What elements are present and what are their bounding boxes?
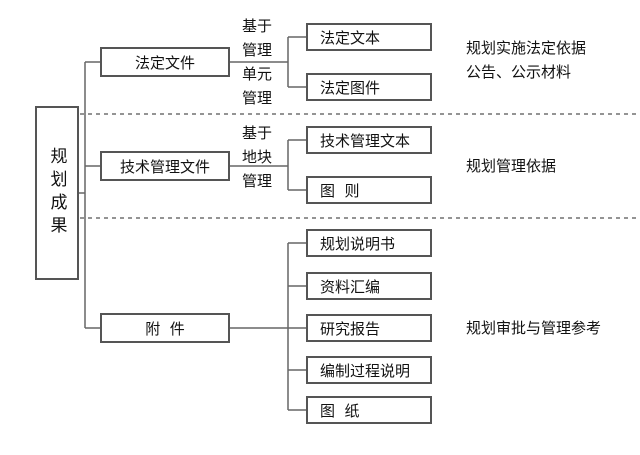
note-line: 规划管理依据: [466, 157, 557, 175]
item-label: 编制过程说明: [320, 361, 411, 380]
basis-line: 基于: [241, 124, 272, 142]
note-attachments: 规划审批与管理参考: [466, 316, 601, 340]
item-label: 资料汇编: [320, 277, 381, 296]
note-technical: 规划管理依据: [466, 154, 556, 178]
basis-line: 单元: [241, 65, 272, 83]
note-line: 规划审批与管理参考: [466, 319, 602, 337]
branch-attachments: 附 件: [100, 313, 230, 343]
item-research-report: 研究报告: [306, 314, 432, 342]
note-statutory: 规划实施法定依据 公告、公示材料: [466, 36, 586, 84]
item-label: 图 纸: [320, 401, 360, 420]
branch-label: 法定文件: [134, 53, 195, 72]
item-planning-statement: 规划说明书: [306, 229, 432, 257]
item-drawings: 图 纸: [306, 396, 432, 424]
item-label: 法定文本: [320, 28, 381, 47]
item-statutory-maps: 法定图件: [306, 73, 432, 101]
item-label: 法定图件: [320, 78, 381, 97]
item-technical-text: 技术管理文本: [306, 126, 432, 154]
basis-line: 基于: [241, 17, 272, 35]
note-line: 公告、公示材料: [466, 63, 572, 81]
item-preparation-process: 编制过程说明: [306, 356, 432, 384]
item-label: 技术管理文本: [320, 131, 411, 150]
basis-line: 管理: [241, 89, 272, 107]
item-statutory-text: 法定文本: [306, 23, 432, 51]
branch-label: 附 件: [145, 319, 185, 338]
item-data-compilation: 资料汇编: [306, 272, 432, 300]
basis-line: 地块: [241, 148, 272, 166]
note-line: 规划实施法定依据: [466, 39, 587, 57]
item-label: 研究报告: [320, 319, 381, 338]
item-label: 规划说明书: [320, 234, 396, 253]
branch-technical-documents: 技术管理文件: [100, 151, 230, 181]
basis-line: 管理: [241, 41, 272, 59]
root-node: 规划成果: [35, 106, 79, 280]
basis-label-plot: 基于 地块 管理: [240, 121, 274, 193]
basis-label-unit: 基于 管理 单元 管理: [240, 14, 274, 110]
branch-label: 技术管理文件: [119, 157, 210, 176]
basis-line: 管理: [241, 172, 272, 190]
root-label: 规划成果: [46, 147, 67, 239]
item-label: 图 则: [320, 181, 360, 200]
branch-statutory-documents: 法定文件: [100, 47, 230, 77]
item-plot-drawings: 图 则: [306, 176, 432, 204]
